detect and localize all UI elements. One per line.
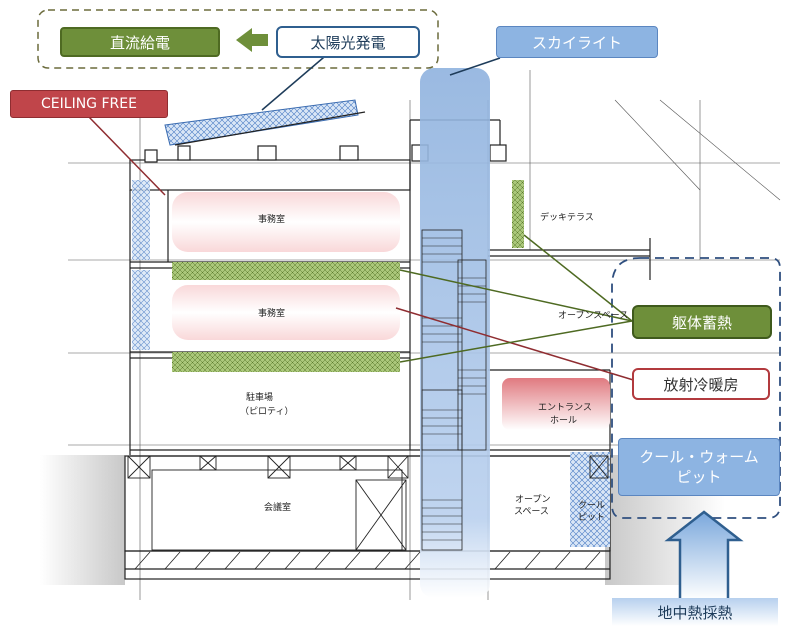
skylight-shaft [420, 68, 490, 598]
radiant-zone-lower [172, 285, 400, 340]
thermal-mass-label: 躯体蓄熱 [632, 305, 772, 339]
dc-power-label: 直流給電 [60, 27, 220, 57]
room-cool-pit: クール [578, 501, 606, 511]
basement-slab-hatch [134, 551, 601, 570]
roof-members [144, 144, 507, 163]
slab-thermal-mass-2 [172, 352, 400, 372]
room-entrance: エントランス [538, 403, 592, 413]
basement-structure [127, 455, 609, 551]
radiant-label: 放射冷暖房 [632, 368, 770, 400]
ceiling-free-label: CEILING FREE [10, 90, 168, 118]
room-entrance-sub: ホール [550, 416, 578, 426]
radiant-zone-entrance [502, 378, 610, 430]
room-parking: 駐車場 [246, 393, 274, 403]
room-cool-pit-sub: ピット [578, 513, 606, 523]
power-group-dashed [37, 9, 439, 69]
thermal-group-dashed [611, 257, 781, 519]
room-parking-sub: （ピロティ） [240, 407, 294, 417]
stairs [421, 229, 487, 551]
room-open-space-lower-sub: スペース [514, 507, 549, 517]
arrow-left-icon [236, 28, 268, 52]
room-open-space-upper: オープンスペース [558, 311, 629, 321]
glazing-lower [132, 270, 150, 350]
room-meeting: 会議室 [264, 503, 292, 513]
solar-panel [164, 99, 359, 146]
glazing-upper [132, 180, 150, 260]
room-office-upper: 事務室 [258, 215, 286, 225]
leader-lines [87, 51, 641, 383]
ground-left [40, 455, 125, 585]
solar-label: 太陽光発電 [276, 26, 420, 58]
room-open-space-lower: オープン [515, 495, 551, 505]
wall-thermal-mass [512, 180, 524, 248]
geothermal-label: 地中熱採熱 [612, 598, 778, 626]
skylight-label: スカイライト [496, 26, 658, 58]
room-deck-terrace: デッキテラス [540, 213, 594, 223]
room-office-lower: 事務室 [258, 309, 286, 319]
cool-warm-pit-label: クール・ウォームピット [618, 438, 780, 496]
radiant-zone-upper [172, 192, 400, 252]
slab-thermal-mass-1 [172, 262, 400, 280]
